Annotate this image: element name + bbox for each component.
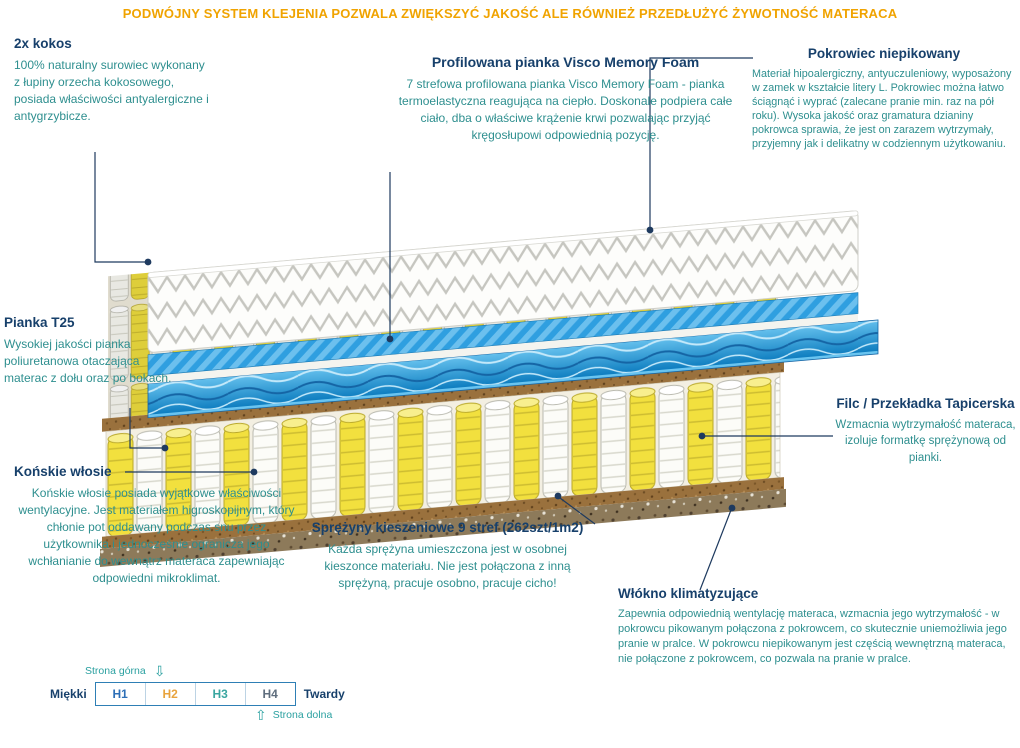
callout-pianka-t25-title: Pianka T25 xyxy=(4,315,75,330)
connector-kokos xyxy=(94,152,146,263)
callout-pianka-t25-body: Wysokiej jakości pianka poliuretanowa ot… xyxy=(4,337,172,386)
connector-wlokno xyxy=(699,509,732,591)
callout-konskie-body: Końskie włosie posiada wyjątkowe właściw… xyxy=(18,486,295,586)
hardness-level-h2: H2 xyxy=(146,683,196,705)
zigzag-foam-layer xyxy=(147,210,859,353)
hardness-level-h1: H1 xyxy=(96,683,146,705)
coir-layer xyxy=(102,359,784,432)
visco-hatch-layer xyxy=(147,292,859,377)
callout-kokos-body: 100% naturalny surowiec wykonany z łupin… xyxy=(14,58,209,124)
connector-dot xyxy=(646,226,654,234)
scale-soft-label: Miękki xyxy=(50,687,87,701)
hardness-level-h4: H4 xyxy=(262,687,278,701)
callout-wlokno-body: Zapewnia odpowiednią wentylację materaca… xyxy=(618,608,1007,665)
callout-konskie-title: Końskie włosie xyxy=(14,464,112,479)
connector-pianka xyxy=(129,408,163,449)
scale-hard-label: Twardy xyxy=(303,687,345,701)
callout-pokrowiec-title: Pokrowiec niepikowany xyxy=(807,46,961,61)
connector-dot xyxy=(161,444,169,452)
callout-visco-title: Profilowana pianka Visco Memory Foam xyxy=(431,54,700,70)
callout-konskie: Końskie włosie Końskie włosie posiada wy… xyxy=(14,464,299,587)
spring-field-layer xyxy=(108,217,778,419)
hardness-levels: H1 H2 H3 H4 xyxy=(94,682,296,706)
hardness-level-h3: H3 xyxy=(196,683,246,705)
callout-pokrowiec-body: Materiał hipoalergiczny, antyuczuleniowy… xyxy=(752,68,1012,151)
callout-pokrowiec: Pokrowiec niepikowany Materiał hipoalerg… xyxy=(752,46,1016,151)
connector-dot xyxy=(144,258,152,266)
callout-visco-body: 7 strefowa profilowana pianka Visco Memo… xyxy=(398,77,733,143)
callout-filc: Filc / Przekładka Tapicerska Wzmacnia wy… xyxy=(833,396,1018,466)
arrow-up-icon: ⇧ xyxy=(255,707,267,723)
visco-wave-layer xyxy=(147,319,879,419)
callout-wlokno-title: Włókno klimatyzujące xyxy=(618,586,759,601)
connector-dot xyxy=(386,335,394,343)
scale-bottom-label: Strona dolna xyxy=(272,709,333,721)
top-foam-group xyxy=(147,210,879,419)
callout-visco: Profilowana pianka Visco Memory Foam 7 s… xyxy=(398,54,733,144)
banner-text: PODWÓJNY SYSTEM KLEJENIA POZWALA ZWIĘKSZ… xyxy=(122,6,898,21)
connector-dot xyxy=(728,504,736,512)
arrow-down-icon: ⇩ xyxy=(153,663,166,679)
callout-kokos-title: 2x kokos xyxy=(14,36,72,51)
callout-pianka-t25: Pianka T25 Wysokiej jakości pianka poliu… xyxy=(4,315,172,387)
callout-sprezyny: Sprężyny kieszeniowe 9 stref (262szt/1m2… xyxy=(300,520,595,592)
callout-kokos: 2x kokos 100% naturalny surowiec wykonan… xyxy=(14,36,209,125)
callout-wlokno: Włókno klimatyzujące Zapewnia odpowiedni… xyxy=(618,586,1016,667)
callout-filc-title: Filc / Przekładka Tapicerska xyxy=(836,396,1015,411)
scale-top-label: Strona górna xyxy=(85,665,146,677)
connector-dot xyxy=(698,432,706,440)
callout-sprezyny-title: Sprężyny kieszeniowe 9 stref (262szt/1m2… xyxy=(311,520,584,535)
callout-sprezyny-body: Każda sprężyna umieszczona jest w osobne… xyxy=(324,542,571,591)
hardness-scale: Strona górna ⇩ Miękki H1 H2 H3 H4 Twardy… xyxy=(50,664,370,722)
connector-dot xyxy=(554,492,562,500)
cover-sheet xyxy=(147,210,859,278)
callout-filc-body: Wzmacnia wytrzymałość materaca, izoluje … xyxy=(835,419,1016,464)
